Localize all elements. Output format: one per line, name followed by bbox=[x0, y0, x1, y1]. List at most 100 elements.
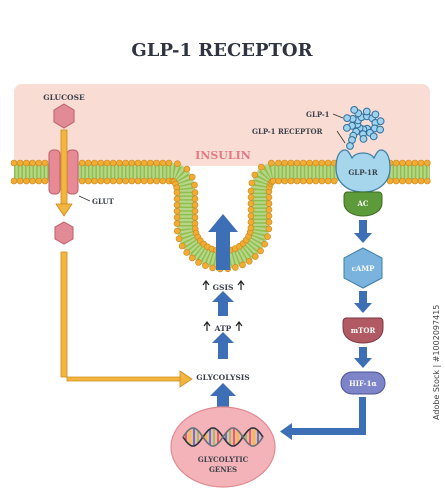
lipid-head bbox=[97, 159, 105, 167]
lipid-head bbox=[287, 159, 295, 167]
lipid-head bbox=[85, 177, 92, 185]
lipid-head bbox=[16, 159, 24, 167]
lipid-head bbox=[232, 264, 239, 271]
lipid-head bbox=[257, 247, 264, 255]
insulin-secretion-arrow bbox=[208, 214, 238, 270]
lipid-head bbox=[116, 159, 123, 167]
hif-protein bbox=[340, 371, 386, 395]
lipid-head bbox=[265, 225, 273, 233]
lipid-head bbox=[245, 257, 253, 265]
lipid-head bbox=[411, 159, 419, 167]
glut-label: GLUT bbox=[92, 197, 115, 206]
mtor-label: mTOR bbox=[351, 326, 376, 335]
lipid-head bbox=[16, 177, 24, 185]
lipid-head bbox=[247, 194, 255, 201]
lipid-head bbox=[405, 177, 413, 185]
glp1-bead bbox=[350, 106, 359, 114]
lipid-head bbox=[122, 177, 129, 185]
glucose-transport-arrow bbox=[55, 129, 73, 217]
glucose-label: GLUCOSE bbox=[43, 93, 85, 102]
glp1r-label: GLP-1R bbox=[348, 168, 378, 177]
glycolysis-to-atp-arrow bbox=[212, 332, 234, 359]
ac-to-camp-arrow bbox=[354, 220, 372, 243]
lipid-head bbox=[287, 177, 295, 185]
camp-molecule bbox=[343, 247, 383, 289]
lipid-head bbox=[173, 189, 181, 196]
lipid-head bbox=[195, 259, 202, 266]
lipid-head bbox=[91, 159, 98, 167]
lipid-head bbox=[257, 163, 265, 171]
lipid-head bbox=[178, 242, 186, 250]
atp-up-arrows bbox=[203, 321, 243, 331]
glp1r-receptor bbox=[335, 149, 391, 193]
lipid-head bbox=[191, 181, 198, 189]
lipid-head bbox=[159, 159, 167, 167]
mtor-protein bbox=[342, 317, 384, 344]
gsis-up-arrows bbox=[202, 280, 245, 290]
cell-cytoplasm bbox=[14, 84, 430, 166]
lipid-head bbox=[261, 240, 269, 248]
lipid-head bbox=[140, 159, 148, 167]
lipid-head bbox=[392, 177, 400, 185]
lipid-head bbox=[78, 177, 86, 185]
glp1-bead bbox=[343, 124, 351, 132]
lipid-head bbox=[268, 159, 275, 167]
ac-enzyme bbox=[343, 191, 383, 217]
lipid-head bbox=[153, 159, 160, 167]
lipid-head bbox=[140, 177, 148, 185]
lipid-head bbox=[188, 254, 196, 262]
lipid-head bbox=[293, 177, 301, 185]
hif-to-genes-arrow bbox=[280, 397, 366, 440]
lipid-head bbox=[183, 249, 190, 256]
genes-label-line2: GENES bbox=[209, 465, 237, 474]
lipid-head bbox=[281, 177, 289, 185]
lipid-head bbox=[247, 224, 255, 232]
lipid-head bbox=[147, 177, 154, 185]
lipid-head bbox=[41, 177, 49, 185]
lipid-head bbox=[306, 177, 313, 185]
ac-label: AC bbox=[356, 199, 368, 208]
lipid-head bbox=[265, 212, 273, 220]
lipid-head bbox=[23, 177, 30, 185]
lipid-head bbox=[318, 177, 326, 185]
lipid-head bbox=[265, 194, 273, 201]
lipid-head bbox=[191, 207, 199, 215]
lipid-head bbox=[392, 159, 400, 167]
lipid-head bbox=[252, 253, 259, 260]
lipid-head bbox=[91, 177, 98, 185]
lipid-head bbox=[173, 201, 181, 209]
lipid-head bbox=[324, 159, 332, 167]
lipid-head bbox=[78, 159, 86, 167]
hif-label: HIF-1α bbox=[349, 379, 377, 388]
lipid-head bbox=[247, 187, 255, 195]
lipid-head bbox=[239, 261, 246, 269]
lipid-head bbox=[134, 159, 142, 167]
lipid-head bbox=[312, 159, 320, 167]
lipid-head bbox=[29, 159, 36, 167]
stock-id-text: Adobe Stock | #1002097415 bbox=[432, 305, 441, 420]
lipid-head bbox=[399, 159, 406, 167]
glucose-molecule-top bbox=[53, 103, 75, 129]
lipid-head bbox=[174, 227, 181, 235]
lipid-head bbox=[173, 207, 181, 215]
lipid-head bbox=[306, 159, 313, 167]
lipid-head bbox=[103, 177, 111, 185]
lipid-head bbox=[324, 177, 332, 185]
lipid-head bbox=[35, 177, 43, 185]
camp-to-mtor-arrow bbox=[354, 291, 372, 313]
lipid-head bbox=[23, 159, 30, 167]
camp-label: cAMP bbox=[352, 264, 375, 273]
glp1-bead bbox=[369, 132, 378, 141]
lipid-head bbox=[423, 177, 431, 185]
gsis-label: GSIS bbox=[213, 283, 234, 292]
glp1-bead bbox=[371, 110, 380, 119]
glucose-to-glycolysis-arrow bbox=[60, 251, 193, 388]
lipid-head bbox=[281, 159, 289, 167]
lipid-head bbox=[265, 200, 273, 207]
lipid-head bbox=[109, 177, 117, 185]
lipid-head bbox=[265, 218, 273, 226]
glycolytic-genes-nucleus bbox=[170, 406, 276, 488]
lipid-head bbox=[265, 206, 273, 213]
lipid-head bbox=[134, 177, 142, 185]
atp-to-gsis-arrow bbox=[212, 291, 234, 316]
